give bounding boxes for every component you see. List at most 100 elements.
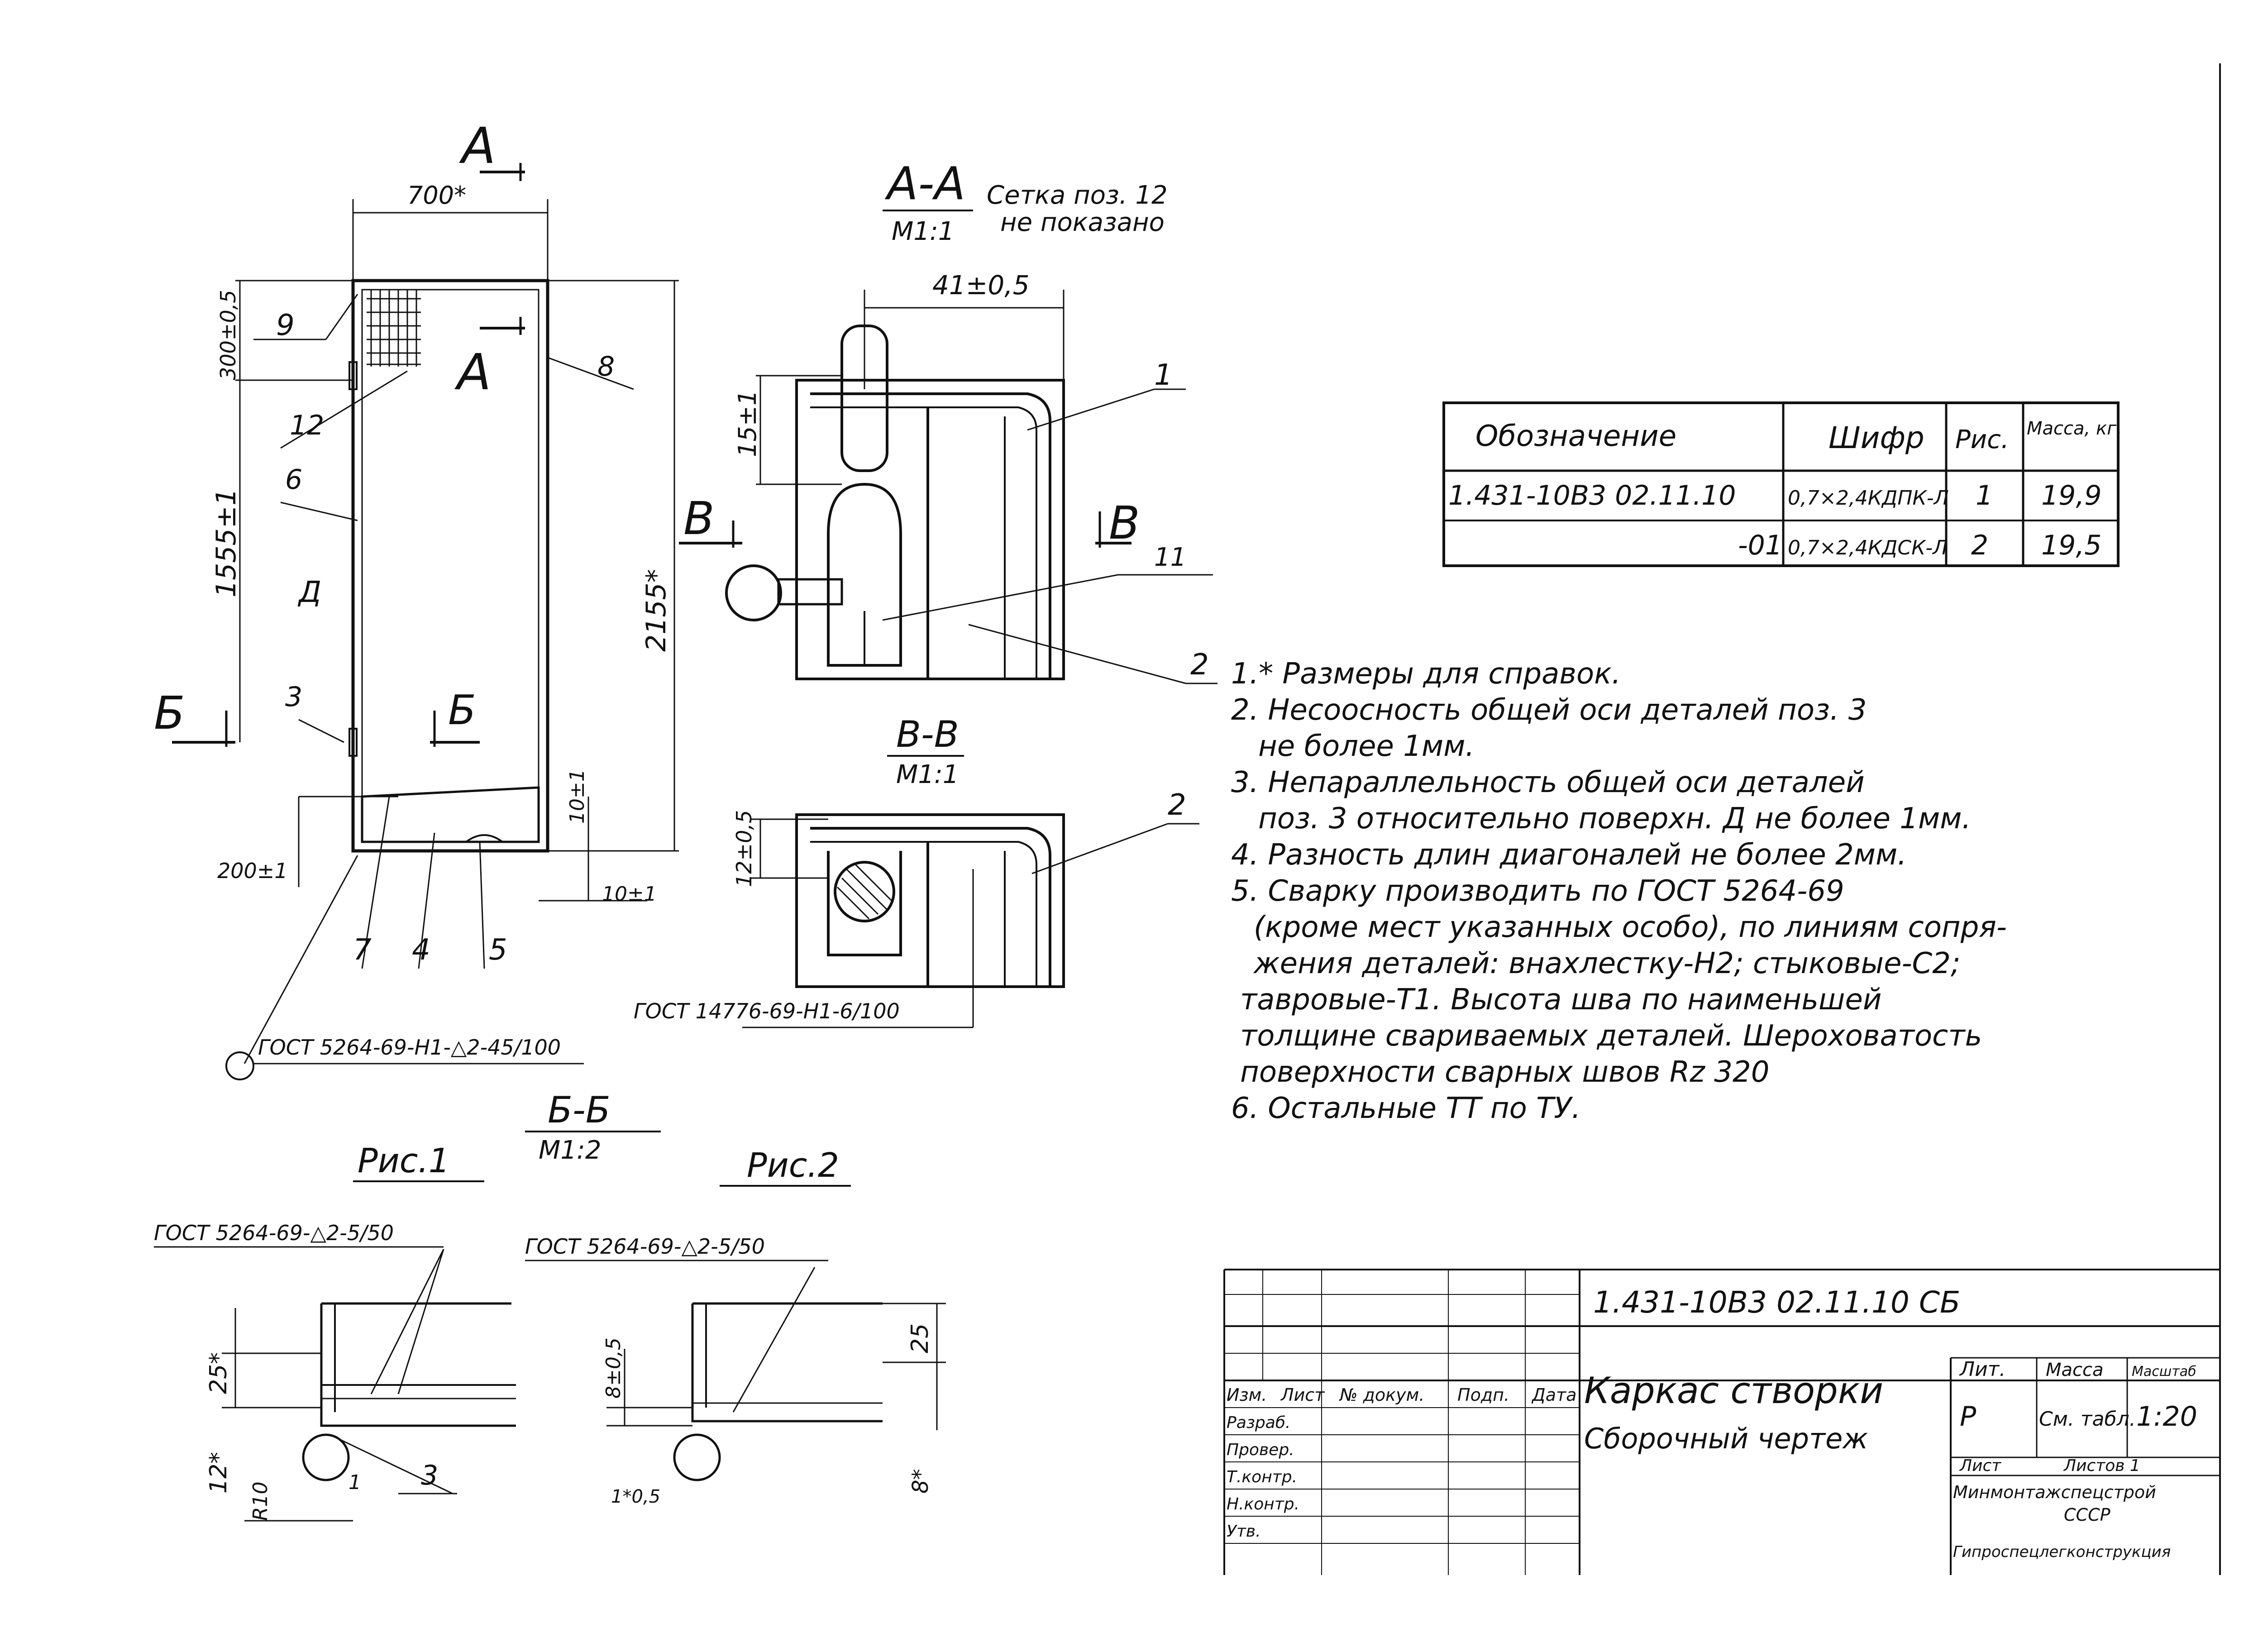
section-aa-note-1: Сетка поз. 12 bbox=[987, 181, 1168, 210]
spec-header-mass: Масса, кг. bbox=[2027, 418, 2122, 439]
sheet-frame bbox=[1223, 63, 2221, 1575]
section-mark-a-bottom: А bbox=[454, 343, 491, 401]
section-aa-title: А-А bbox=[884, 157, 965, 210]
bb-dim-8b: 8* bbox=[908, 1469, 933, 1494]
bb-dim-12: 12* bbox=[205, 1452, 232, 1494]
weld-note-fig2: ГОСТ 5264-69-△2-5/50 bbox=[525, 1234, 765, 1259]
spec-r1-fig: 1 bbox=[1976, 480, 1993, 511]
section-bb: Б-Б М1:2 Рис.1 Рис.2 ГОСТ 5264-69-△2-5/5… bbox=[154, 1089, 946, 1522]
vv-pos-2: 2 bbox=[1168, 788, 1186, 822]
weld-note-main: ГОСТ 5264-69-Н1-△2-45/100 bbox=[258, 1035, 561, 1060]
tb-designation: 1.431-10В3 02.11.10 СБ bbox=[1593, 1285, 1960, 1320]
tb-lit-label: Лит. bbox=[1959, 1358, 2005, 1381]
weld-note-fig1: ГОСТ 5264-69-△2-5/50 bbox=[154, 1221, 394, 1245]
bb-dim-1: 1*0,5 bbox=[611, 1486, 660, 1507]
spec-r1-designation: 1.431-10В3 02.11.10 bbox=[1448, 480, 1736, 511]
spec-table: Обозначение Шифр Рис. Масса, кг. 1.431-1… bbox=[1442, 401, 2122, 567]
dim-41: 41±0,5 bbox=[932, 270, 1030, 301]
dim-10a: 10±1 bbox=[566, 769, 589, 824]
section-mark-v-left: В bbox=[683, 492, 715, 545]
tb-lit-value: Р bbox=[1960, 1401, 1977, 1432]
dim-200: 200±1 bbox=[217, 859, 288, 883]
fig-2-label: Рис.2 bbox=[747, 1146, 839, 1185]
tb-col-izm: Изм. bbox=[1227, 1385, 1267, 1405]
aa-pos-1: 1 bbox=[1154, 358, 1173, 392]
note-5-cont-2: жения деталей: внахлестку-Н2; стыковые-С… bbox=[1253, 947, 1961, 980]
tb-col-doc: № докум. bbox=[1339, 1385, 1424, 1405]
pos-4: 4 bbox=[412, 933, 430, 967]
tb-col-list: Лист bbox=[1280, 1385, 1325, 1405]
section-mark-v-right: В bbox=[1109, 497, 1140, 549]
title-block: Изм. Лист № докум. Подп. Дата Разраб. Пр… bbox=[1224, 1270, 2220, 1575]
tb-col-date: Дата bbox=[1531, 1385, 1576, 1405]
tb-role-4: Н.контр. bbox=[1227, 1495, 1299, 1514]
tb-col-sign: Подп. bbox=[1457, 1385, 1509, 1405]
section-bb-scale: М1:2 bbox=[539, 1136, 601, 1165]
frame-outline bbox=[351, 279, 549, 853]
section-vv-scale: М1:1 bbox=[896, 760, 959, 789]
pos-8: 8 bbox=[597, 351, 615, 382]
spec-r1-code: 0,7×2,4КДПК-Л bbox=[1788, 487, 1949, 510]
pos-3: 3 bbox=[285, 681, 302, 713]
tb-role-5: Утв. bbox=[1227, 1522, 1261, 1541]
tb-mass-label: Масса bbox=[2046, 1360, 2104, 1380]
note-5-cont-1: (кроме мест указанных особо), по линиям … bbox=[1254, 911, 2007, 944]
section-vv: В-В М1:1 12±0,5 2 ГОСТ 14776-69-Н1-6/100 bbox=[634, 713, 1199, 1028]
section-mark-a-top: А bbox=[459, 117, 496, 175]
bb-dim-25a: 25* bbox=[205, 1352, 232, 1394]
dim-1555: 1555±1 bbox=[210, 488, 242, 597]
section-aa-scale: М1:1 bbox=[892, 217, 954, 246]
technical-notes: 1.* Размеры для справок. 2. Несоосность … bbox=[1231, 657, 2007, 1125]
dim-10b: 10±1 bbox=[602, 883, 657, 906]
section-mark-b-left: Б bbox=[154, 687, 185, 740]
dim-700: 700* bbox=[407, 181, 466, 210]
dim-300: 300±0,5 bbox=[216, 290, 240, 381]
pos-7: 7 bbox=[353, 933, 372, 967]
dim-15: 15±1 bbox=[733, 390, 762, 457]
main-view: 700* 2155* 300±0,5 1555±1 200±1 10±1 10±… bbox=[154, 117, 679, 1080]
tb-scale-value: 1:20 bbox=[2136, 1401, 2197, 1432]
spec-header-designation: Обозначение bbox=[1475, 420, 1676, 453]
mesh-hatch bbox=[367, 290, 421, 367]
section-mark-b-right: Б bbox=[448, 687, 476, 734]
tb-role-1: Разраб. bbox=[1227, 1413, 1290, 1432]
tb-mass-value: См. табл. bbox=[2039, 1408, 2136, 1431]
section-aa-note-2: не показано bbox=[1000, 208, 1165, 237]
section-bb-title: Б-Б bbox=[548, 1089, 611, 1131]
note-5-cont-4: толщине свариваемых деталей. Шероховатос… bbox=[1240, 1019, 1982, 1053]
note-5-cont-5: поверхности сварных швов Rz 320 bbox=[1240, 1055, 1769, 1089]
aa-pos-11: 11 bbox=[1154, 543, 1186, 572]
fig-1-label: Рис.1 bbox=[358, 1141, 450, 1180]
bb-pos-1: 1 bbox=[349, 1471, 361, 1494]
tb-sheets-label: Листов 1 bbox=[2063, 1456, 2140, 1475]
pos-12: 12 bbox=[290, 410, 324, 441]
note-5: 5. Сварку производить по ГОСТ 5264-69 bbox=[1231, 874, 1844, 908]
tb-scale-label: Масштаб bbox=[2132, 1364, 2196, 1380]
bb-pos-3: 3 bbox=[421, 1460, 438, 1491]
note-6: 6. Остальные ТТ по ТУ. bbox=[1231, 1092, 1581, 1125]
tb-role-2: Провер. bbox=[1227, 1441, 1294, 1459]
section-vv-title: В-В bbox=[896, 713, 959, 755]
spec-r2-code: 0,7×2,4КДСК-Л bbox=[1788, 536, 1948, 559]
spec-r2-fig: 2 bbox=[1971, 530, 1988, 561]
tb-name-line1: Каркас створки bbox=[1584, 1370, 1883, 1412]
tb-org-1: Минмонтажспецстрой bbox=[1953, 1482, 2156, 1502]
bb-dim-8a: 8±0,5 bbox=[602, 1337, 625, 1399]
pos-5: 5 bbox=[489, 933, 507, 967]
tb-org-2: СССР bbox=[2064, 1505, 2110, 1525]
note-1: 1.* Размеры для справок. bbox=[1231, 657, 1621, 691]
tb-sheet-label: Лист bbox=[1959, 1456, 2001, 1475]
note-2: 2. Несоосность общей оси деталей поз. 3 bbox=[1231, 693, 1867, 727]
section-aa: А-А М1:1 Сетка поз. 12 не показано 41±0,… bbox=[679, 157, 1217, 684]
tb-name-line2: Сборочный чертеж bbox=[1584, 1422, 1868, 1455]
note-5-cont-3: тавровые-Т1. Высота шва по наименьшей bbox=[1240, 983, 1881, 1017]
spec-r2-mass: 19,5 bbox=[2041, 530, 2102, 561]
spec-header-code: Шифр bbox=[1829, 420, 1924, 455]
dim-12: 12±0,5 bbox=[732, 810, 756, 887]
pos-6: 6 bbox=[285, 464, 302, 496]
tb-role-3: Т.контр. bbox=[1227, 1468, 1297, 1486]
weld-note-vv: ГОСТ 14776-69-Н1-6/100 bbox=[634, 999, 900, 1023]
tb-org-3: Гипроспецлегконструкция bbox=[1953, 1543, 2171, 1561]
note-3: 3. Непараллельность общей оси деталей bbox=[1231, 766, 1865, 799]
